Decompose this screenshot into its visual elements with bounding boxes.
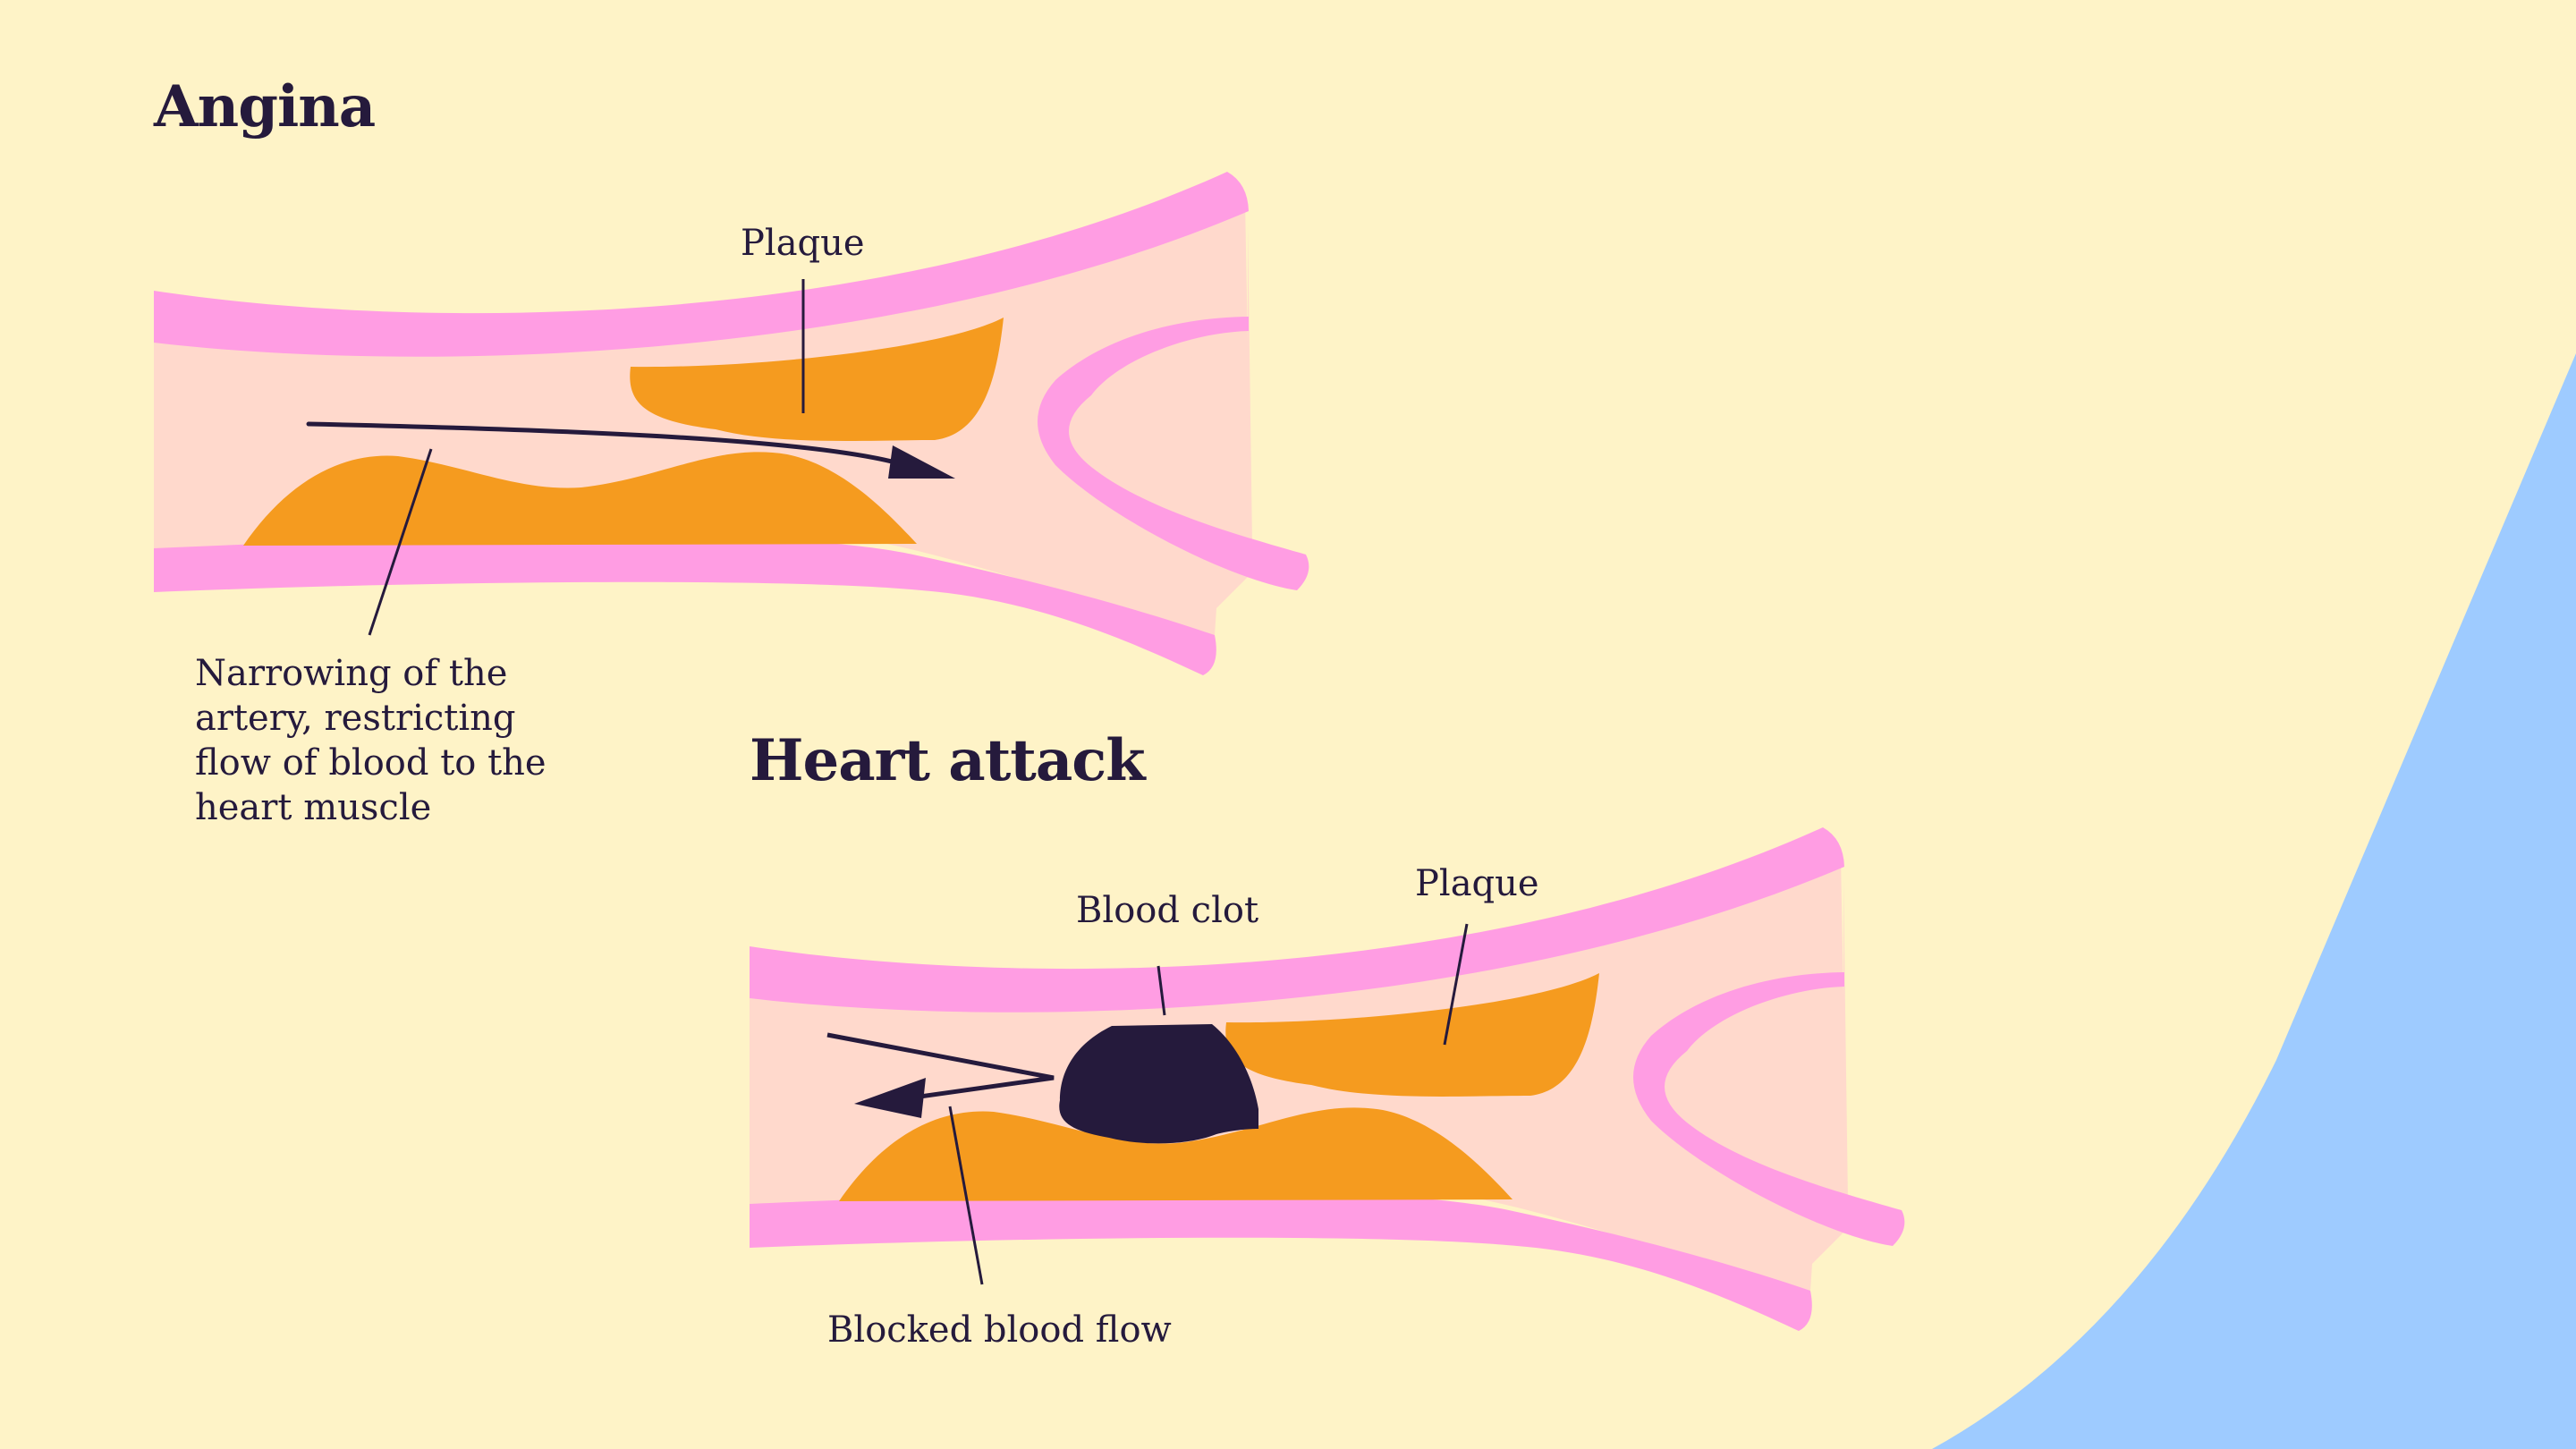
angina-top-plaque (630, 318, 1004, 441)
narrowing-label-line-1: Narrowing of the (195, 653, 508, 694)
angina-narrowing-label: Narrowing of the artery, restricting flo… (195, 651, 547, 830)
heart-attack-bottom-plaque (839, 1107, 1513, 1201)
narrowing-label-line-4: heart muscle (195, 787, 432, 828)
angina-bottom-plaque (243, 452, 917, 546)
blocked-flow-pointer (948, 1106, 984, 1285)
heart-attack-plaque-pointer (1443, 923, 1469, 1046)
heart-attack-artery (750, 827, 1905, 1331)
blocked-flow-label: Blocked blood flow (827, 1309, 1172, 1351)
blood-clot-label: Blood clot (1076, 890, 1259, 931)
angina-title: Angina (154, 73, 376, 140)
angina-flow-line (306, 421, 902, 466)
corner-accent-shape (1932, 353, 2576, 1449)
angina-artery (154, 172, 1309, 675)
blood-clot-pointer (1157, 965, 1166, 1016)
blood-clot (1059, 1024, 1258, 1144)
blocked-flow-line (826, 1032, 1055, 1103)
heart-attack-plaque-label: Plaque (1415, 863, 1539, 904)
angina-flow-arrowhead (888, 445, 955, 479)
narrowing-label-line-3: flow of blood to the (195, 742, 547, 784)
heart-attack-top-plaque (1225, 973, 1599, 1097)
angina-plaque-label: Plaque (741, 223, 865, 264)
narrowing-label-line-2: artery, restricting (195, 698, 516, 739)
blocked-flow-arrowhead (854, 1078, 926, 1118)
angina-narrowing-pointer (368, 448, 433, 636)
heart-attack-title: Heart attack (750, 727, 1146, 794)
